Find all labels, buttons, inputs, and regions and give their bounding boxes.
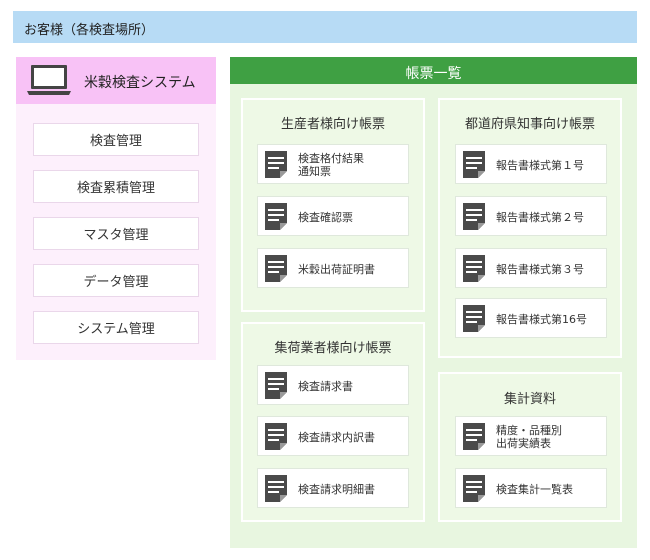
section-totals-title: 集計資料 xyxy=(503,392,556,407)
system-panel xyxy=(16,57,216,360)
document-icon xyxy=(462,422,486,451)
doc-card[interactable]: 米穀出荷証明書 xyxy=(257,248,409,288)
system-title: 米穀検査システム xyxy=(84,75,196,91)
section-producer-title: 生産者様向け帳票 xyxy=(280,117,385,132)
doc-card[interactable]: 精度・品種別 出荷実績表 xyxy=(455,416,607,456)
doc-card[interactable]: 検査確認票 xyxy=(257,196,409,236)
menu-data-management[interactable]: データ管理 xyxy=(33,264,199,297)
document-icon xyxy=(462,150,486,179)
menu-inspection-management[interactable]: 検査管理 xyxy=(33,123,199,156)
doc-card[interactable]: 検査格付結果 通知票 xyxy=(257,144,409,184)
doc-card-label: 検査請求内訳書 xyxy=(298,430,375,444)
document-icon xyxy=(264,202,288,231)
doc-card[interactable]: 報告書様式第３号 xyxy=(455,248,607,288)
document-icon xyxy=(264,371,288,400)
doc-card-label: 検査請求明細書 xyxy=(298,482,375,496)
doc-card[interactable]: 検査請求内訳書 xyxy=(257,416,409,456)
doc-card-label: 米穀出荷証明書 xyxy=(298,262,375,276)
doc-card[interactable]: 報告書様式第16号 xyxy=(455,298,607,338)
document-icon xyxy=(462,474,486,503)
laptop-icon xyxy=(27,65,71,95)
menu-master-management[interactable]: マスタ管理 xyxy=(33,217,199,250)
doc-card-label: 検査集計一覧表 xyxy=(496,482,573,496)
menu-system-management[interactable]: システム管理 xyxy=(33,311,199,344)
document-icon xyxy=(462,254,486,283)
menu-cumulative-management[interactable]: 検査累積管理 xyxy=(33,170,199,203)
doc-card-label: 報告書様式第２号 xyxy=(496,210,584,224)
doc-card[interactable]: 報告書様式第２号 xyxy=(455,196,607,236)
document-icon xyxy=(264,150,288,179)
doc-card[interactable]: 検査集計一覧表 xyxy=(455,468,607,508)
section-governor-title: 都道府県知事向け帳票 xyxy=(464,117,595,132)
section-collector-title: 集荷業者様向け帳票 xyxy=(274,341,392,356)
document-icon xyxy=(462,304,486,333)
doc-card[interactable]: 報告書様式第１号 xyxy=(455,144,607,184)
document-icon xyxy=(462,202,486,231)
doc-card-label: 検査確認票 xyxy=(298,210,353,224)
doc-card[interactable]: 検査請求明細書 xyxy=(257,468,409,508)
doc-card-label: 精度・品種別 出荷実績表 xyxy=(496,424,562,450)
top-bar-label: お客様（各検査場所） xyxy=(24,23,155,38)
doc-card-label: 検査請求書 xyxy=(298,379,353,393)
doc-card-label: 報告書様式第１号 xyxy=(496,158,584,172)
doc-card[interactable]: 検査請求書 xyxy=(257,365,409,405)
documents-header xyxy=(230,57,637,84)
doc-card-label: 検査格付結果 通知票 xyxy=(298,152,364,178)
document-icon xyxy=(264,254,288,283)
top-bar xyxy=(13,11,637,43)
doc-card-label: 報告書様式第16号 xyxy=(496,312,587,326)
document-icon xyxy=(264,474,288,503)
document-icon xyxy=(264,422,288,451)
doc-card-label: 報告書様式第３号 xyxy=(496,262,584,276)
documents-title: 帳票一覧 xyxy=(405,66,462,82)
